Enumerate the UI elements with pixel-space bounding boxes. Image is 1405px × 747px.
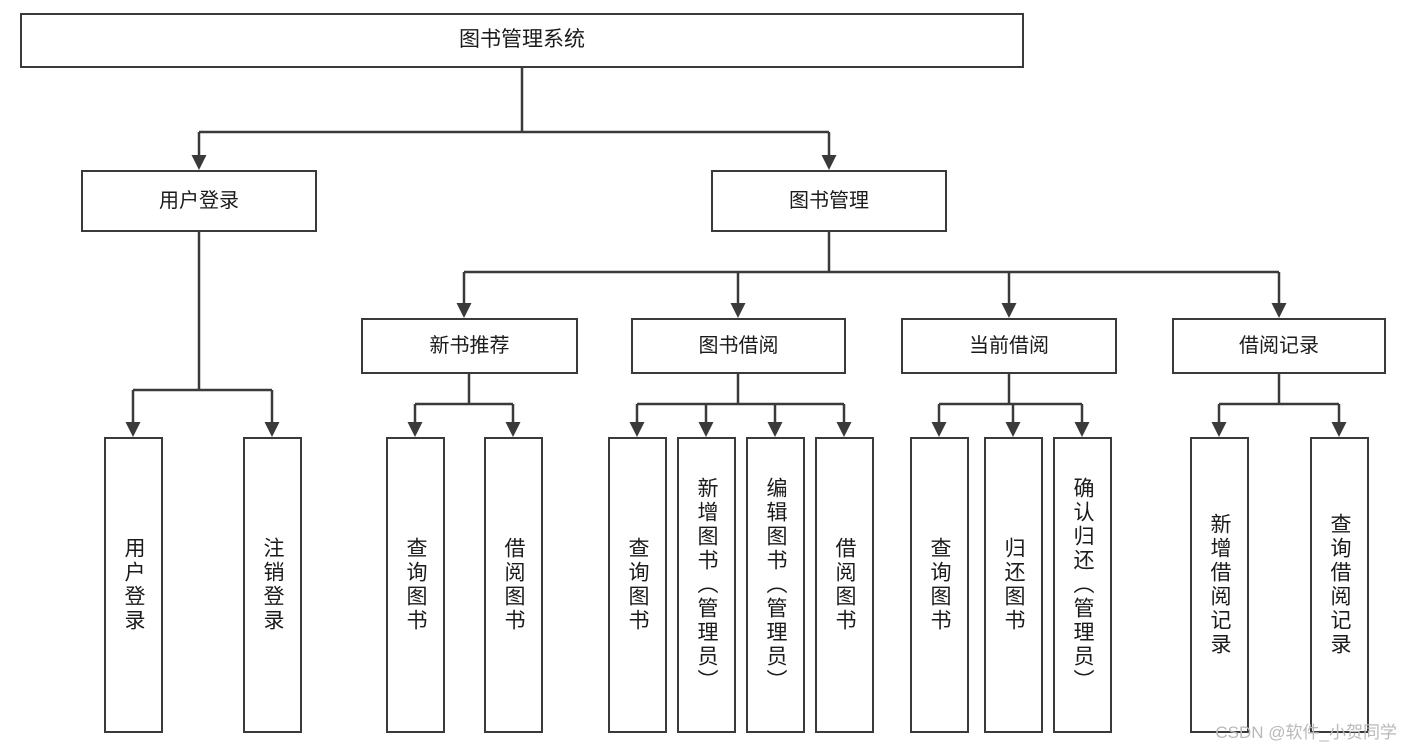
node-label-records: 借阅记录 <box>1239 334 1319 357</box>
node-leaf-edit-book[interactable]: 编辑图书（管理员） <box>746 437 805 733</box>
node-leaf-borrow-book-2[interactable]: 借阅图书 <box>815 437 874 733</box>
current-arrow-1-head <box>1005 422 1021 437</box>
borrow-arrow-2-head <box>767 422 783 437</box>
node-leaf-confirm-return[interactable]: 确认归还（管理员） <box>1053 437 1112 733</box>
bookmgmt-arrow-1-head <box>730 303 746 318</box>
node-leaf-logout[interactable]: 注销登录 <box>243 437 302 733</box>
node-leaf-query-book-2[interactable]: 查询图书 <box>608 437 667 733</box>
node-label-borrow: 图书借阅 <box>698 334 779 357</box>
node-label-bookmgmt: 图书管理 <box>789 189 869 212</box>
node-label-leaf-add-record: 新增借阅记录 <box>1208 513 1231 657</box>
node-label-leaf-confirm-return: 确认归还（管理员） <box>1071 477 1094 693</box>
node-label-leaf-edit-book: 编辑图书（管理员） <box>764 477 787 693</box>
records-arrow-0-head <box>1211 422 1227 437</box>
node-leaf-add-book[interactable]: 新增图书（管理员） <box>677 437 736 733</box>
node-leaf-query-book-3[interactable]: 查询图书 <box>910 437 969 733</box>
node-label-leaf-logout: 注销登录 <box>261 537 284 633</box>
node-leaf-query-book-1[interactable]: 查询图书 <box>386 437 445 733</box>
node-current[interactable]: 当前借阅 <box>901 318 1117 374</box>
node-label-leaf-borrow-book-1: 借阅图书 <box>502 537 525 633</box>
node-label-login: 用户登录 <box>159 189 239 212</box>
node-newbook[interactable]: 新书推荐 <box>361 318 578 374</box>
node-root[interactable]: 图书管理系统 <box>20 13 1024 68</box>
root-arrow-0-head <box>191 155 207 170</box>
borrow-arrow-0-head <box>629 422 645 437</box>
node-borrow[interactable]: 图书借阅 <box>631 318 846 374</box>
current-arrow-2-head <box>1074 422 1090 437</box>
node-label-leaf-query-record: 查询借阅记录 <box>1328 513 1351 657</box>
node-label-current: 当前借阅 <box>969 334 1049 357</box>
node-leaf-add-record[interactable]: 新增借阅记录 <box>1190 437 1249 733</box>
login-arrow-1-head <box>264 422 280 437</box>
bookmgmt-arrow-0-head <box>456 303 472 318</box>
borrow-arrow-1-head <box>698 422 714 437</box>
node-records[interactable]: 借阅记录 <box>1172 318 1386 374</box>
node-label-leaf-query-book-1: 查询图书 <box>404 537 427 633</box>
current-arrow-0-head <box>931 422 947 437</box>
node-label-newbook: 新书推荐 <box>429 334 510 357</box>
node-label-root: 图书管理系统 <box>459 28 585 52</box>
node-leaf-query-record[interactable]: 查询借阅记录 <box>1310 437 1369 733</box>
node-bookmgmt[interactable]: 图书管理 <box>711 170 947 232</box>
node-label-leaf-return-book: 归还图书 <box>1002 537 1025 633</box>
node-label-leaf-borrow-book-2: 借阅图书 <box>833 537 856 633</box>
node-leaf-borrow-book-1[interactable]: 借阅图书 <box>484 437 543 733</box>
newbook-arrow-1-head <box>505 422 521 437</box>
node-leaf-return-book[interactable]: 归还图书 <box>984 437 1043 733</box>
node-label-leaf-query-book-3: 查询图书 <box>928 537 951 633</box>
node-label-leaf-query-book-2: 查询图书 <box>626 537 649 633</box>
root-arrow-1-head <box>821 155 837 170</box>
node-leaf-user-login[interactable]: 用户登录 <box>104 437 163 733</box>
borrow-arrow-3-head <box>836 422 852 437</box>
bookmgmt-arrow-2-head <box>1001 303 1017 318</box>
newbook-arrow-0-head <box>407 422 423 437</box>
node-label-leaf-add-book: 新增图书（管理员） <box>695 477 718 693</box>
records-arrow-1-head <box>1331 422 1347 437</box>
node-login[interactable]: 用户登录 <box>81 170 317 232</box>
login-arrow-0-head <box>125 422 141 437</box>
bookmgmt-arrow-3-head <box>1271 303 1287 318</box>
node-label-leaf-user-login: 用户登录 <box>122 537 145 633</box>
